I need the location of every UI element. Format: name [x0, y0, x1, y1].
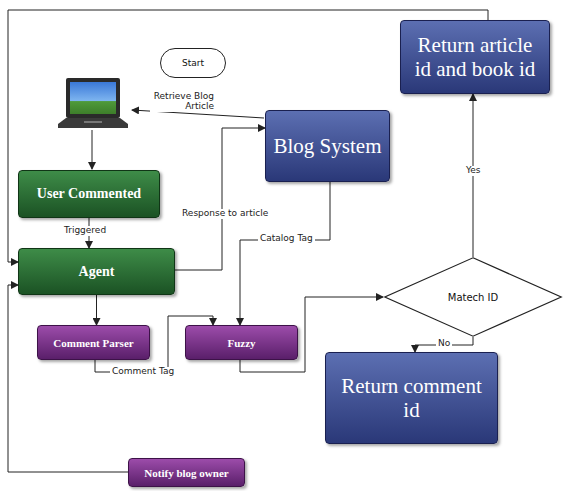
node-text: Blog System [274, 134, 382, 158]
node-label: Agent [79, 264, 115, 280]
edge-label: Yes [464, 166, 483, 176]
node-label: Return article id and book id [407, 33, 543, 81]
node-text: Agent [79, 264, 115, 280]
process-box: Comment Parser [37, 325, 150, 360]
node-text: Comment Parser [53, 337, 133, 349]
node-label: Return comment id [332, 374, 491, 422]
edge-label: Response to article [180, 209, 270, 219]
edge-label: Catalog Tag [258, 234, 315, 244]
node-text: Start [182, 58, 204, 68]
start-terminal: Start [160, 48, 226, 78]
connector [415, 337, 473, 352]
connector [175, 128, 265, 270]
node-text: Return article id and book id [407, 33, 543, 81]
node-text: User Commented [37, 186, 141, 202]
node-text: Notify blog owner [144, 467, 228, 479]
node-label: Start [182, 58, 204, 68]
process-box: User Commented [18, 170, 160, 218]
free-label: Retrieve Blog Article [150, 92, 216, 112]
node-text: Matech ID [448, 292, 499, 303]
laptop-icon [58, 78, 128, 128]
edge-label: Comment Tag [110, 367, 176, 377]
node-label: Matech ID [448, 292, 499, 303]
process-box: Notify blog owner [128, 458, 245, 487]
node-label: Fuzzy [227, 337, 255, 349]
connector [96, 295, 97, 325]
process-box: Fuzzy [185, 325, 298, 360]
node-text: Return comment id [332, 374, 491, 422]
node-label: Notify blog owner [144, 467, 228, 479]
process-box: Return article id and book id [400, 20, 550, 94]
process-box: Blog System [265, 110, 390, 182]
process-box: Return comment id [325, 352, 498, 444]
edge-label: Triggered [62, 226, 108, 236]
decision-diamond: Matech ID [383, 257, 563, 337]
node-label: Comment Parser [53, 337, 133, 349]
edge-label: No [436, 339, 452, 349]
laptop-arrow [92, 130, 93, 169]
node-text: Fuzzy [227, 337, 255, 349]
node-label: User Commented [37, 186, 141, 202]
node-label: Blog System [274, 134, 382, 158]
connector [8, 285, 128, 472]
connector [240, 182, 330, 325]
process-box: Agent [18, 248, 175, 295]
